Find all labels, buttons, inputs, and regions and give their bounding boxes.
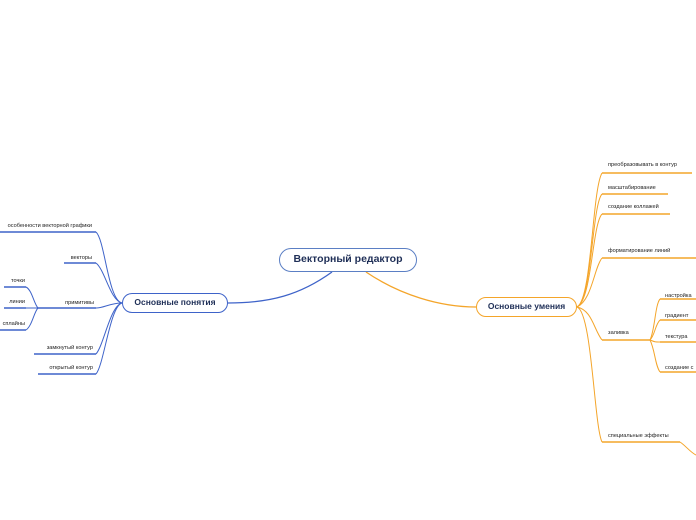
topic-basic-skills[interactable]: Основные умения xyxy=(476,297,577,317)
central-topic[interactable]: Векторный редактор xyxy=(279,248,417,272)
subtopic-open-contour[interactable]: открытый контур xyxy=(49,365,93,371)
subtopic-fill[interactable]: заливка xyxy=(608,330,629,336)
subtopic-texture[interactable]: текстура xyxy=(665,334,688,340)
topic-basic-concepts[interactable]: Основные понятия xyxy=(122,293,228,313)
subtopic-convert-to-contour[interactable]: преобразовывать в контур xyxy=(608,162,677,168)
subtopic-create[interactable]: создание с xyxy=(665,365,694,371)
subtopic-vectors[interactable]: векторы xyxy=(70,255,92,261)
subtopic-vector-graphics-features[interactable]: особенности векторной графики xyxy=(7,223,92,229)
subtopic-points[interactable]: точки xyxy=(11,278,25,284)
subtopic-lines[interactable]: линии xyxy=(9,299,25,305)
subtopic-splines[interactable]: сплайны xyxy=(2,321,25,327)
subtopic-scaling[interactable]: масштабирование xyxy=(608,185,656,191)
subtopic-setup[interactable]: настройка xyxy=(665,293,692,299)
subtopic-primitives[interactable]: примитивы xyxy=(65,300,94,306)
subtopic-line-formatting[interactable]: форматирование линий xyxy=(608,248,671,254)
subtopic-collages[interactable]: создание коллажей xyxy=(608,204,659,210)
subtopic-special-effects[interactable]: специальные эффекты xyxy=(608,433,669,439)
subtopic-closed-contour[interactable]: замкнутый контур xyxy=(46,345,93,351)
subtopic-gradient[interactable]: градиент xyxy=(665,313,689,319)
